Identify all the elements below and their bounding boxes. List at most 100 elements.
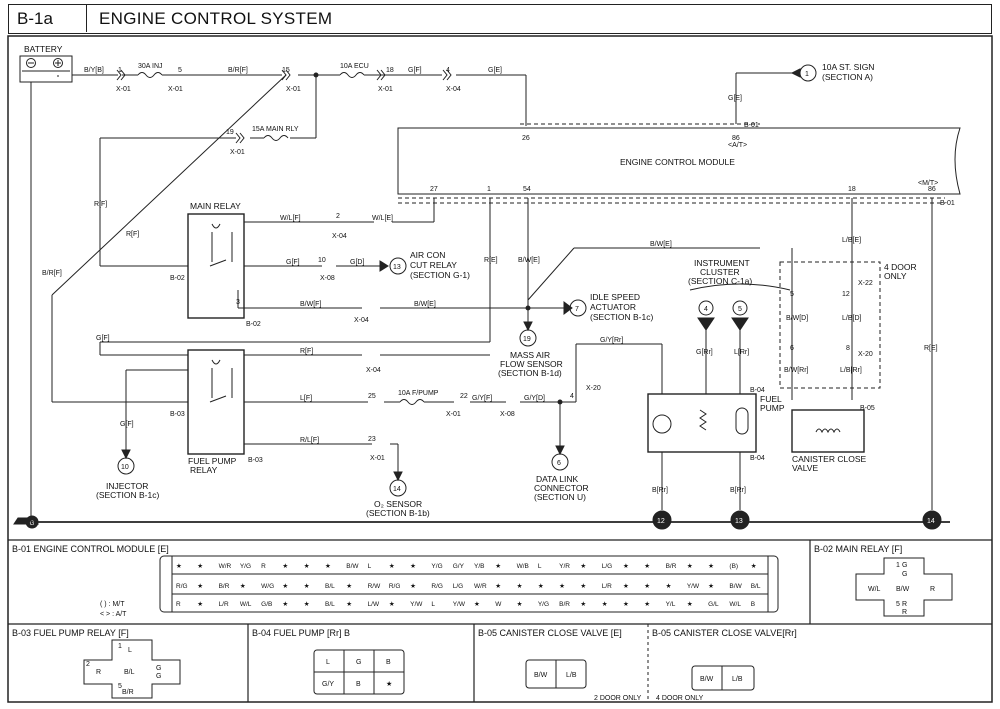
wire-label: G[F]: [286, 259, 300, 266]
ecm-pin-cell: ★: [176, 562, 182, 570]
ecm-pin-cell: B/W: [346, 563, 359, 570]
b05-rr-cell: L/B: [732, 676, 743, 683]
ecm-pin-cell: Y/L: [666, 601, 676, 608]
pin-label: 26: [522, 135, 530, 142]
fuel-pump-label-1: FUEL: [760, 394, 782, 404]
wire-label: L/B[Rr]: [840, 367, 862, 374]
ref-13-line1: AIR CON: [410, 250, 445, 260]
ref-19-line1: MASS AIR: [510, 350, 550, 360]
connector-label: B-01: [744, 122, 759, 129]
ecm-pin-cell: ★: [644, 562, 650, 570]
engine-control-module-box: [397, 123, 961, 204]
ecm-pin-cell: L: [431, 601, 435, 608]
ecm-pin-cell: L/G: [453, 583, 463, 590]
ecm-pin-cell: ★: [538, 582, 544, 590]
battery-label: BATTERY: [24, 44, 63, 54]
b03-cell: R: [96, 669, 101, 676]
b04-cell: G: [356, 659, 361, 666]
wire-label: B/W[E]: [650, 241, 672, 248]
connector-label: B-02: [246, 321, 261, 328]
pin-label: 86: [928, 186, 936, 193]
ecm-pin-cell: ★: [410, 582, 416, 590]
b03-cell: B/R: [122, 689, 134, 696]
connector-label: B-04: [750, 455, 765, 462]
b05-rr-cell: B/W: [700, 676, 714, 683]
ecm-pin-cell: Y/G: [538, 601, 549, 608]
wire-label: R[F]: [94, 201, 107, 208]
wire-label: G[D]: [350, 259, 364, 266]
wire-label: B/R[F]: [42, 270, 62, 277]
pin-label: 19: [226, 129, 234, 136]
ecm-pin-cell: Y/G: [240, 563, 251, 570]
panel-b02-title: B-02 MAIN RELAY [F]: [814, 544, 902, 554]
ground-14-icon: [922, 510, 942, 530]
chassis-ground-icon: G: [13, 515, 39, 529]
b04-cell: ★: [386, 680, 392, 688]
wire-label: L/B[E]: [842, 237, 861, 244]
wire-label: G[E]: [728, 95, 742, 102]
ecm-pin-cell: ★: [644, 600, 650, 608]
b04-cell: B: [356, 681, 361, 688]
b02-connector-drawing: [855, 557, 953, 617]
connector-label: X-20: [586, 385, 601, 392]
ecm-pin-cell: Y/B: [474, 563, 484, 570]
ecm-pin-cell: G/Y: [453, 563, 465, 570]
connector-label: <A/T>: [728, 142, 747, 149]
ecm-pin-cell: ★: [517, 582, 523, 590]
wire-label: B/W[E]: [518, 257, 540, 264]
b02-cell: G: [902, 571, 907, 578]
pin-label: 18: [848, 186, 856, 193]
wire-label: B/W[E]: [414, 301, 436, 308]
ref-13-line2: CUT RELAY: [410, 260, 457, 270]
ecm-pin-cell: B/R: [666, 563, 677, 570]
b02-cell: W/L: [868, 586, 881, 593]
ref-13-num: 13: [393, 264, 401, 271]
connector-label: X-01: [370, 455, 385, 462]
connector-label: <M/T>: [918, 180, 938, 187]
ecm-pin-cell: B/L: [325, 601, 335, 608]
ecm-pin-cell: ★: [346, 582, 352, 590]
wire-label: G[F]: [120, 421, 134, 428]
b03-cell: L: [128, 647, 132, 654]
panel-b03-title: B-03 FUEL PUMP RELAY [F]: [12, 628, 129, 638]
wire-label: G/Y[F]: [472, 395, 492, 402]
wire-label: R[E]: [484, 257, 498, 264]
ecm-pin-cell: ★: [304, 582, 310, 590]
ecm-pin-cell: ★: [580, 582, 586, 590]
ecm-pin-cell: ★: [751, 562, 757, 570]
b02-cell: R: [902, 601, 907, 608]
wire-label: B/W[F]: [300, 301, 321, 308]
ecm-pin-cell: ★: [282, 600, 288, 608]
wire-label: R[F]: [300, 348, 313, 355]
ecm-pin-cell: (B): [729, 563, 738, 570]
b04-cell: G/Y: [322, 681, 334, 688]
wire-label: B/W[D]: [786, 315, 808, 322]
pin-label: 23: [368, 436, 376, 443]
ref-1-num: 1: [805, 71, 809, 78]
ecm-pin-cell: ★: [282, 582, 288, 590]
connector-label: X-08: [320, 275, 335, 282]
panel-b05-note: 2 DOOR ONLY: [594, 695, 642, 702]
connector-label: X-04: [366, 367, 381, 374]
connector-label: B-02: [170, 275, 185, 282]
ref-6-num: 6: [557, 460, 561, 467]
ecm-pin-cell: W: [495, 601, 502, 608]
connector-label: X-01: [116, 86, 131, 93]
ecm-pin-cell: W/L: [240, 601, 252, 608]
ecm-pin-cell: W/B: [517, 563, 529, 570]
panel-b05-title: B-05 CANISTER CLOSE VALVE [E]: [478, 628, 622, 638]
ecm-pin-cell: ★: [240, 582, 246, 590]
four-door-label-1: 4 DOOR: [884, 262, 917, 272]
ecm-pin-cell: ★: [197, 582, 203, 590]
pin-label: 27: [430, 186, 438, 193]
ref-19-line2: FLOW SENSOR: [500, 359, 563, 369]
b05-rr-connector-drawing: [691, 665, 755, 691]
ecm-pin-cell: Y/W: [453, 601, 466, 608]
wire-label: R[F]: [126, 231, 139, 238]
connector-label: X-01: [230, 149, 245, 156]
canister-close-valve-box: [791, 409, 865, 453]
pin-label: 1: [487, 186, 491, 193]
b05-cell: L/B: [566, 672, 577, 679]
ref-10-num: 10: [121, 464, 129, 471]
wire-label: G/Y[Rr]: [600, 337, 623, 344]
